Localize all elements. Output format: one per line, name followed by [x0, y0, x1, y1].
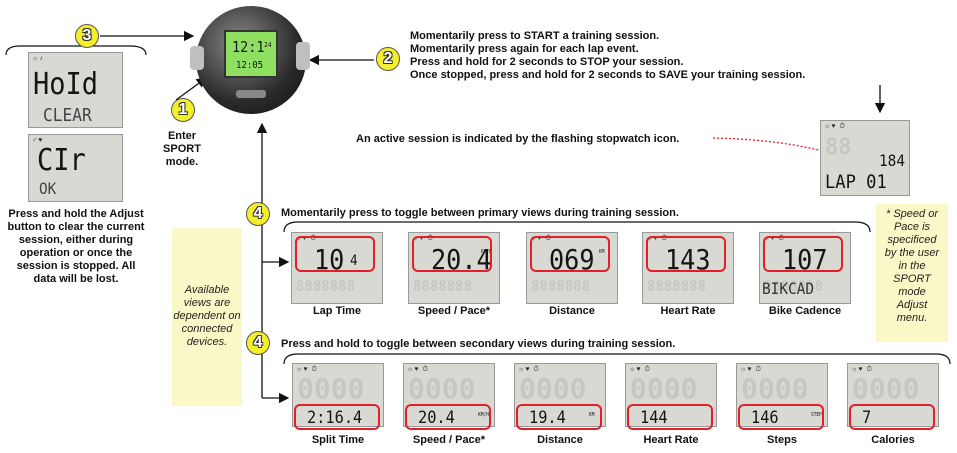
step3-bracket [5, 45, 147, 56]
primary-view-screen: ☼♥ ⏱ 8888888 10 4 [291, 232, 383, 304]
step-3-description: Press and hold the Adjust button to clea… [7, 208, 145, 285]
secondary-view-screen: ☼♥ ⏱ 0000 7 [847, 363, 939, 427]
secondary-view-label: Speed / Pace* [412, 434, 486, 446]
primary-view-label: Bike Cadence [768, 305, 842, 317]
step-2-badge: 2 [376, 47, 400, 71]
secondary-view-unit: KM/H [478, 412, 489, 418]
watch-screen: 12:1 24 12:05 [224, 30, 278, 78]
secondary-view-value: 7 [862, 408, 872, 427]
primary-view-highlight [763, 236, 843, 272]
secondary-view-screen: ☼♥ ⏱ 0000 144 [625, 363, 717, 427]
secondary-view-highlight [849, 404, 935, 430]
step3-clear-text: CLEAR [43, 105, 92, 126]
step-2-line: Momentarily press to START a training se… [410, 30, 660, 42]
step-2-line: Press and hold for 2 seconds to STOP you… [410, 56, 684, 68]
lap-screen-sub: LAP 01 [825, 171, 887, 193]
primary-view-highlight [530, 236, 610, 272]
watch-time-bottom: 12:05 [236, 60, 264, 71]
secondary-view-highlight [294, 404, 380, 430]
secondary-view-label: Calories [871, 434, 915, 446]
secondary-bracket [283, 353, 951, 365]
secondary-view-highlight [738, 404, 824, 430]
primary-view-label: Lap Time [312, 305, 362, 317]
step-4b-heading: Press and hold to toggle between seconda… [281, 338, 676, 350]
secondary-view-value: 144 [640, 408, 668, 427]
secondary-view-label: Split Time [311, 434, 365, 446]
primary-view-highlight [646, 236, 726, 272]
watch-device[interactable]: 12:1 24 12:05 [190, 6, 310, 114]
step3-clr-text: CIr [37, 143, 86, 178]
speed-pace-note: * Speed or Pace is specificed by the use… [876, 204, 948, 342]
secondary-view-value: 146 [751, 408, 779, 427]
secondary-view-value: 20.4 [418, 408, 455, 427]
primary-view-unit: KM [599, 249, 605, 255]
active-session-note: An active session is indicated by the fl… [356, 133, 680, 145]
lap-screen: ☼♥ ⏱ 88 184 LAP 01 [820, 120, 910, 196]
secondary-view-value: 19.4 [529, 408, 566, 427]
step-2-instructions: Momentarily press to START a training se… [410, 30, 805, 82]
secondary-view-highlight [516, 404, 602, 430]
secondary-view-highlight [627, 404, 713, 430]
step-4a-badge: 4 [246, 202, 270, 226]
step-1-badge: 1 [171, 98, 195, 122]
step-2-line: Once stopped, press and hold for 2 secon… [410, 69, 806, 81]
step3-screen-hold: ☼♪ HoId CLEAR [28, 52, 123, 128]
primary-view-highlight [295, 236, 375, 272]
step-4b-badge: 4 [246, 331, 270, 355]
step-4a-heading: Momentarily press to toggle between prim… [281, 207, 679, 219]
primary-view-screen: ☼♥ ⏱ 8888888 069 KM [526, 232, 618, 304]
secondary-view-screen: ☼♥ ⏱ 0000 20.4 KM/H [403, 363, 495, 427]
watch-time-suffix: 24 [264, 41, 272, 49]
primary-view-label: Speed / Pace* [417, 305, 491, 317]
secondary-view-highlight [405, 404, 491, 430]
secondary-view-label: Distance [537, 434, 583, 446]
step3-ok-text: OK [39, 179, 57, 198]
primary-view-screen: ☼♥ ⏱ 8888888 20.4 KM/H [408, 232, 500, 304]
step-3-badge: 3 [75, 24, 99, 48]
step3-screen-clr: ♂♥ CIr OK [28, 134, 123, 202]
secondary-view-screen: ☼♥ ⏱ 0000 146 STEP [736, 363, 828, 427]
primary-view-label: Heart Rate [660, 305, 716, 317]
step3-hold-text: HoId [33, 67, 99, 102]
primary-view-label: Distance [549, 305, 595, 317]
secondary-view-screen: ☼♥ ⏱ 0000 2:16.4 [292, 363, 384, 427]
secondary-view-value: 2:16.4 [307, 408, 363, 427]
secondary-view-screen: ☼♥ ⏱ 0000 19.4 KM [514, 363, 606, 427]
primary-view-sub: BIKCAD [762, 279, 815, 298]
available-views-note: Available views are dependent on connect… [172, 228, 242, 406]
primary-view-highlight [412, 236, 492, 272]
secondary-view-unit: STEP [811, 412, 822, 418]
watch-time-top: 12:1 [232, 38, 265, 56]
secondary-view-label: Steps [767, 434, 797, 446]
primary-bracket [283, 221, 871, 233]
secondary-view-label: Heart Rate [643, 434, 699, 446]
step-2-line: Momentarily press again for each lap eve… [410, 43, 639, 55]
lap-screen-value: 184 [879, 151, 906, 170]
secondary-view-unit: KM [589, 412, 595, 418]
step-1-label: Enter SPORT mode. [163, 130, 201, 168]
primary-view-unit: KM/H [481, 249, 492, 255]
primary-view-suffix: 4 [350, 253, 358, 269]
